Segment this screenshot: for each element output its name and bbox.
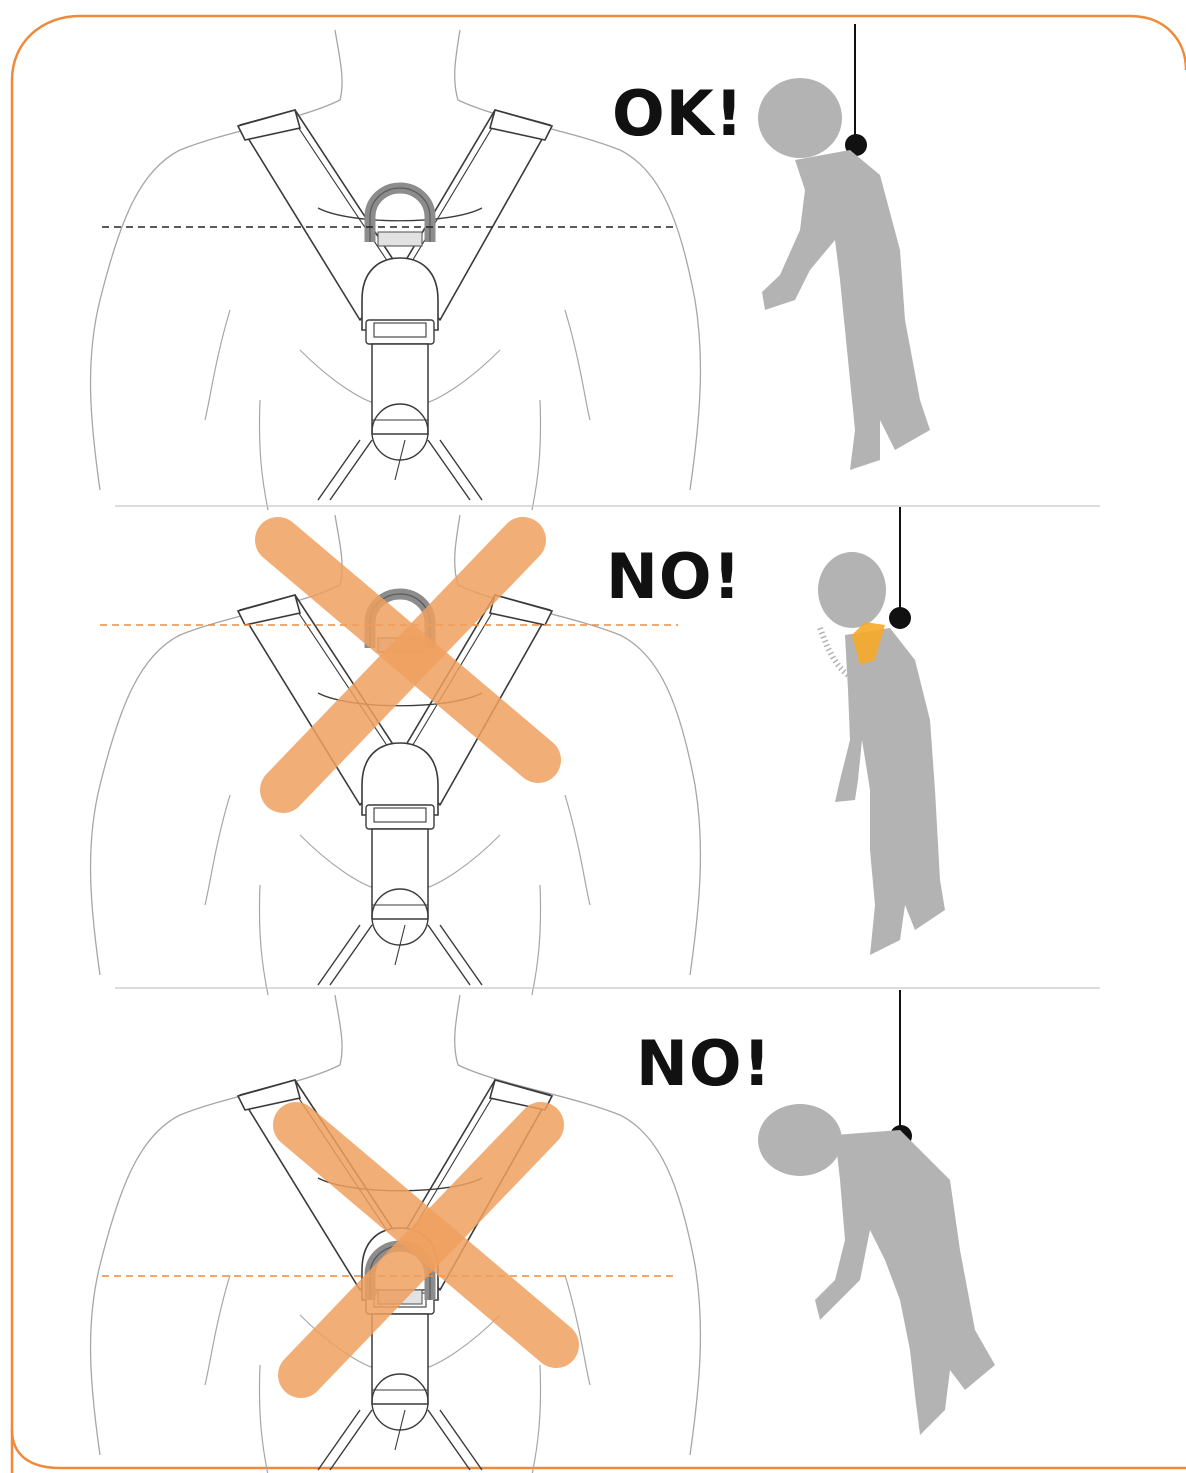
panel-correct-position: OK! <box>91 24 930 510</box>
verdict-label: NO! <box>636 1027 772 1100</box>
verdict-label: NO! <box>606 540 742 613</box>
hanging-person-upright-icon <box>758 24 930 470</box>
panel-attachment-too-low: NO! <box>91 990 995 1473</box>
panel-attachment-too-high: NO! <box>91 507 945 995</box>
hanging-person-bent-forward-icon <box>758 990 995 1435</box>
outer-frame-bottom <box>12 1430 1186 1468</box>
dorsal-d-ring <box>370 188 430 246</box>
hanging-person-neck-strain-icon <box>818 507 945 955</box>
outer-frame <box>12 16 1186 1473</box>
harness-illustration <box>238 110 552 500</box>
verdict-label: OK! <box>612 77 744 150</box>
